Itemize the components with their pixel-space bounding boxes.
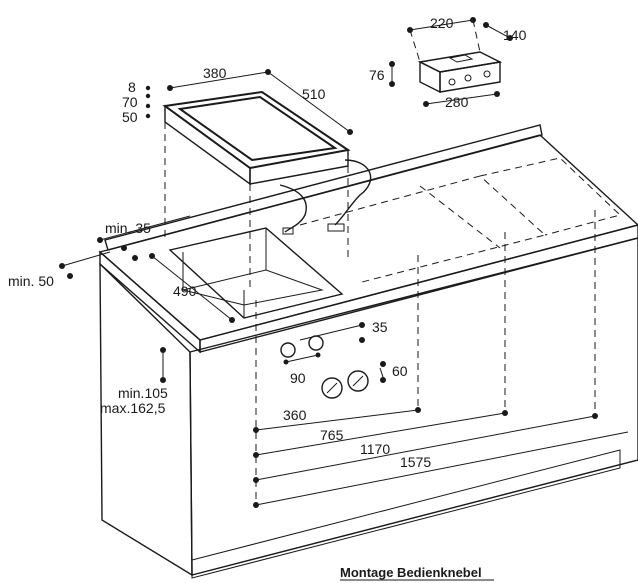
label-765: 765: [320, 427, 344, 443]
control-box: [389, 17, 513, 107]
label-490: 490: [173, 283, 197, 299]
label-70: 70: [122, 94, 138, 110]
label-140: 140: [503, 27, 527, 43]
label-90: 90: [290, 370, 306, 386]
label-1170: 1170: [360, 441, 390, 457]
label-max-162-5: max.162,5: [100, 400, 166, 416]
width-dimensions: [253, 407, 629, 508]
label-35: 35: [372, 319, 388, 335]
label-min-105: min.105: [118, 385, 168, 401]
label-220: 220: [430, 15, 454, 31]
label-360: 360: [283, 407, 307, 423]
worktop-cabinet: [59, 124, 638, 579]
caption: Montage Bedienknebel: [340, 565, 494, 581]
label-60: 60: [392, 363, 408, 379]
label-76: 76: [369, 67, 385, 83]
label-8: 8: [128, 79, 136, 95]
hob-unit: [145, 69, 372, 290]
label-min-35: min. 35: [105, 220, 151, 236]
label-380: 380: [203, 65, 227, 81]
caption-text: Montage Bedienknebel: [340, 565, 482, 580]
dimension-labels: 220 140 76 280 380 510 8 70 50 min. 35 m…: [8, 15, 527, 470]
label-50: 50: [122, 109, 138, 125]
label-1575: 1575: [400, 454, 431, 470]
label-510: 510: [302, 86, 326, 102]
label-min-50: min. 50: [8, 273, 54, 289]
control-knobs: [160, 322, 386, 399]
label-280: 280: [445, 94, 469, 110]
